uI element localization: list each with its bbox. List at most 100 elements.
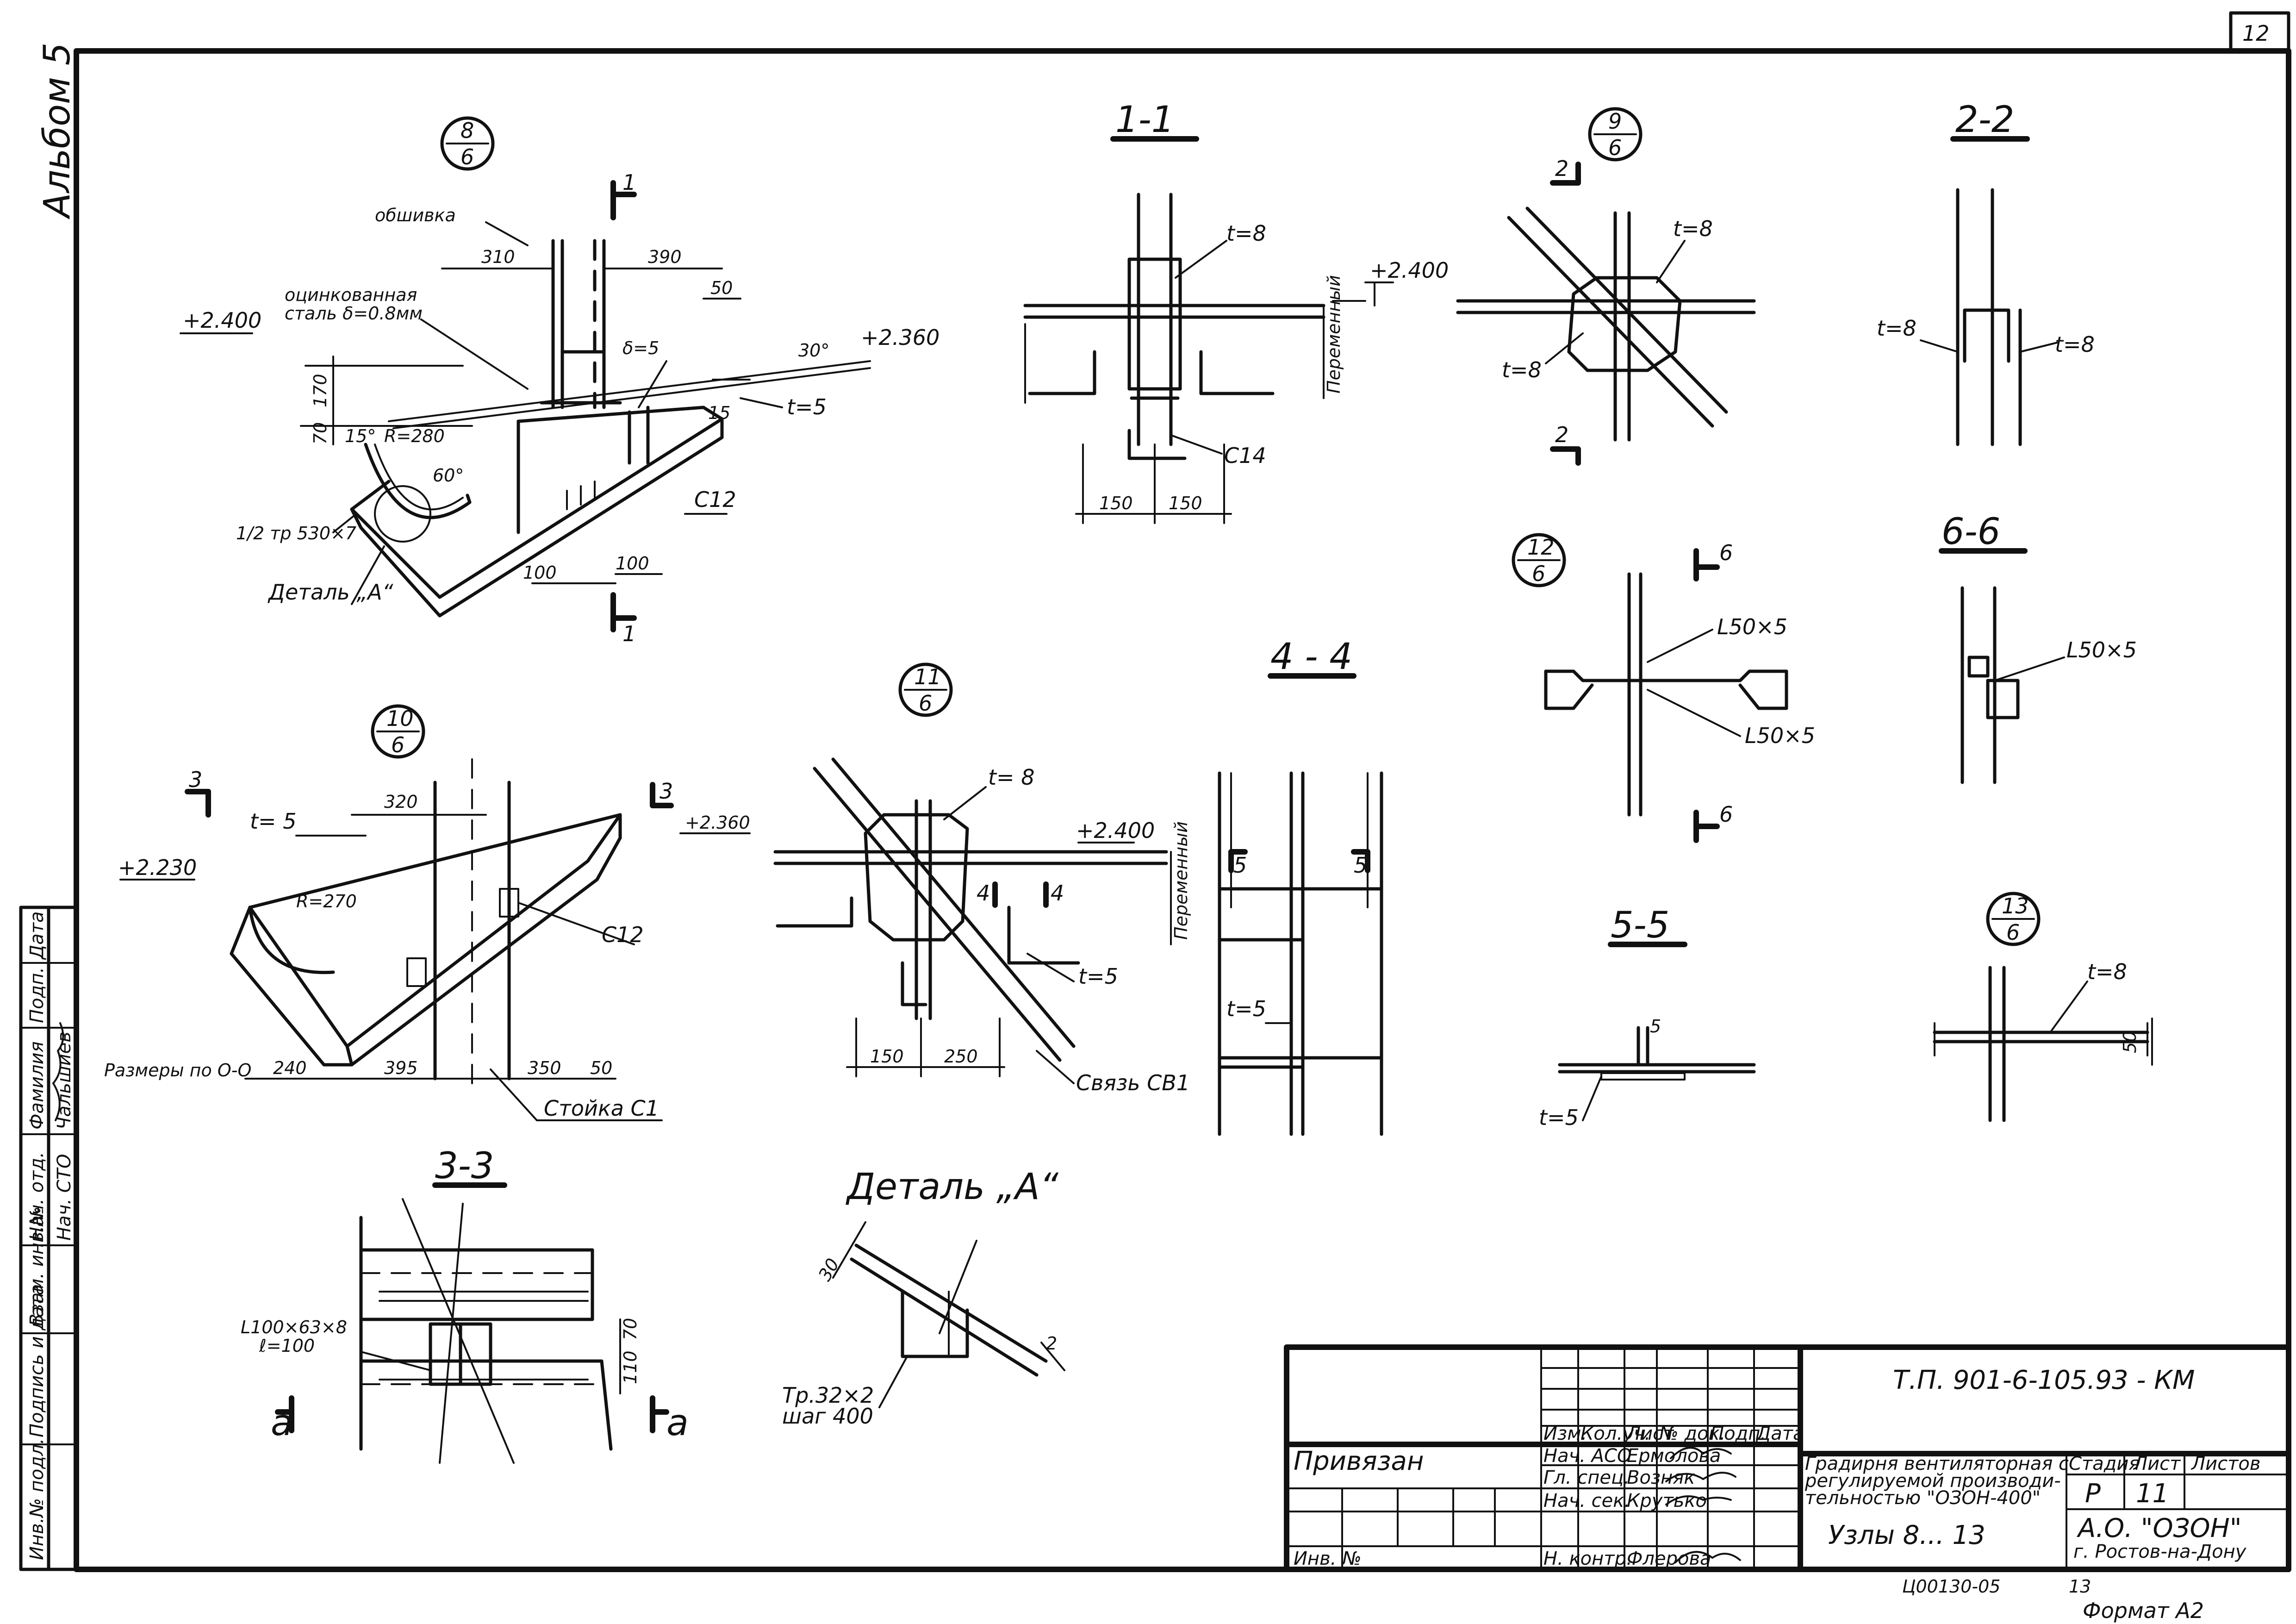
n8-dim-170: 170 (310, 374, 330, 407)
node-11-drawing (773, 662, 1172, 1084)
tb-stage-val: Р (2085, 1479, 2101, 1509)
s22-t8-left: t=8 (1877, 316, 1916, 341)
s33-cut-right: а (666, 1402, 689, 1444)
s55-t5: t=5 (1539, 1105, 1579, 1130)
n10-dim-350: 350 (528, 1058, 561, 1078)
node-11-cut-left: 4 (977, 881, 990, 906)
s11-dim-150a: 150 (1099, 493, 1133, 513)
section-6-6-drawing (1939, 548, 2065, 784)
stamp-name-1: Чальшиев (54, 1031, 75, 1130)
tb-sheet-title: Узлы 8... 13 (1828, 1520, 1985, 1550)
tb-hdr-podp: Подп. (1710, 1423, 1766, 1444)
section-4-4-drawing (1218, 673, 1383, 1136)
section-1-1-title: 1-1 (1115, 99, 1174, 141)
node-8-cut-bottom: 1 (622, 621, 636, 646)
section-6-6-title: 6-6 (1941, 511, 2000, 553)
archive-no: 13 (2069, 1576, 2091, 1597)
stamp-podpis-data: Подпись и дата (26, 1284, 48, 1437)
n10-t5: t= 5 (250, 809, 296, 834)
n12-angle-top: L50×5 (1717, 614, 1787, 639)
n8-dim-310: 310 (481, 247, 515, 267)
node-12-num: 12 (1527, 535, 1555, 560)
stamp-familiya: Фамилия (26, 1041, 48, 1130)
node-12-cut-bottom: 6 (1719, 802, 1733, 827)
s44-t5: t=5 (1226, 996, 1266, 1021)
n10-radius: R=270 (296, 891, 357, 912)
node-9-cut-bottom: 2 (1555, 422, 1568, 447)
tb-doc-code: Т.П. 901-6-105.93 - КМ (1893, 1365, 2195, 1395)
left-stamp (19, 906, 78, 1571)
tb-org-1: А.О. "ОЗОН" (2077, 1513, 2241, 1543)
n10-post-c1: Стойка С1 (544, 1096, 659, 1121)
n10-channel-c12: С12 (602, 922, 644, 947)
n8-elev-2360: +2.360 (861, 325, 940, 350)
tb-project-3: тельностью "ОЗОН-400" (1805, 1487, 2041, 1509)
detail-a-drawing (832, 1221, 1065, 1408)
n11-variable: Переменный (1171, 821, 1191, 940)
archive-code: Ц00130-05 (1902, 1576, 2000, 1597)
s33-angle: L100×63×8 (241, 1317, 347, 1337)
node-13-num: 13 (2002, 893, 2029, 918)
n10-dim-395: 395 (384, 1058, 418, 1078)
stamp-signature (52, 1022, 64, 1121)
s11-t8: t=8 (1226, 221, 1266, 246)
s33-dim-70: 70 (620, 1318, 641, 1340)
n10-dim-320: 320 (384, 792, 418, 812)
tb-inv-no: Инв. № (1294, 1548, 1362, 1569)
s55-dim-5: 5 (1650, 1016, 1661, 1037)
n8-pipe-label: 1/2 тр 530×7 (236, 523, 356, 543)
n8-radius: R=280 (384, 426, 445, 446)
node-8-num: 8 (460, 118, 474, 143)
n8-channel-c12: С12 (694, 487, 736, 512)
n8-dim-50: 50 (710, 278, 733, 298)
section-1-1-drawing (1023, 136, 1394, 524)
tb-role-4: Н. контр. (1543, 1548, 1632, 1569)
n8-dim-100a: 100 (523, 562, 557, 583)
stamp-vzam-inv: Взам. инв.№ (26, 1206, 48, 1326)
stamp-podp: Подп. (26, 967, 48, 1023)
n11-dim-150: 150 (870, 1046, 904, 1067)
stamp-data: Дата (26, 911, 48, 960)
tb-hdr-koluch: Кол.уч. (1580, 1423, 1650, 1444)
section-5-5-drawing (1558, 942, 1756, 1121)
detA-step: шаг 400 (782, 1404, 873, 1429)
node-10-num: 10 (386, 706, 414, 731)
node-13-den: 6 (2006, 920, 2020, 945)
n8-delta-5: δ=5 (622, 338, 659, 358)
sheet-number: 12 (2242, 21, 2270, 46)
n10-dims-note: Размеры по О-О (104, 1060, 251, 1081)
section-3-3-title: 3-3 (435, 1145, 494, 1187)
n8-obshivka: обшивка (375, 205, 456, 225)
n11-t8: t= 8 (988, 765, 1034, 790)
node-10-den: 6 (391, 732, 404, 757)
n10-dim-240: 240 (273, 1058, 307, 1078)
tb-list-val: 11 (2136, 1479, 2169, 1509)
n8-angle-15: 15° (345, 426, 376, 446)
tb-project-2: регулируемой производи- (1804, 1470, 2061, 1492)
n13-dim-50: 50 (2120, 1031, 2140, 1053)
tb-hdr-izm: Изм. (1543, 1423, 1587, 1444)
tb-signatures (1665, 1447, 1741, 1563)
s33-cut-left: а (271, 1402, 293, 1444)
tb-role-2: Гл. спец. (1543, 1467, 1630, 1488)
n8-angle-60: 60° (433, 465, 464, 486)
s44-cut-right: 5 (1354, 853, 1367, 878)
n11-elev-2400: +2.400 (1076, 818, 1155, 843)
stamp-nach-otd: Нач. отд. (26, 1152, 48, 1241)
tb-listov-hdr: Листов (2190, 1453, 2260, 1474)
node-9-num: 9 (1608, 109, 1622, 134)
n13-t8: t=8 (2087, 959, 2127, 984)
s33-dim-110: 110 (620, 1350, 641, 1384)
tb-name-2: Возняк (1627, 1467, 1695, 1488)
node-12-drawing (1512, 533, 1788, 843)
n9-t8-bottom: t=8 (1502, 357, 1542, 382)
detA-dim-2: 2 (1046, 1333, 1057, 1354)
section-2-2-drawing (1920, 136, 2058, 446)
node-12-den: 6 (1532, 561, 1545, 586)
n8-dim-70: 70 (310, 422, 330, 444)
n10-elev-2230: +2.230 (118, 855, 197, 880)
node-9-drawing (1456, 107, 1756, 466)
node-8-den: 6 (460, 144, 474, 169)
n8-detail-a-ref: Деталь „А“ (268, 580, 393, 605)
